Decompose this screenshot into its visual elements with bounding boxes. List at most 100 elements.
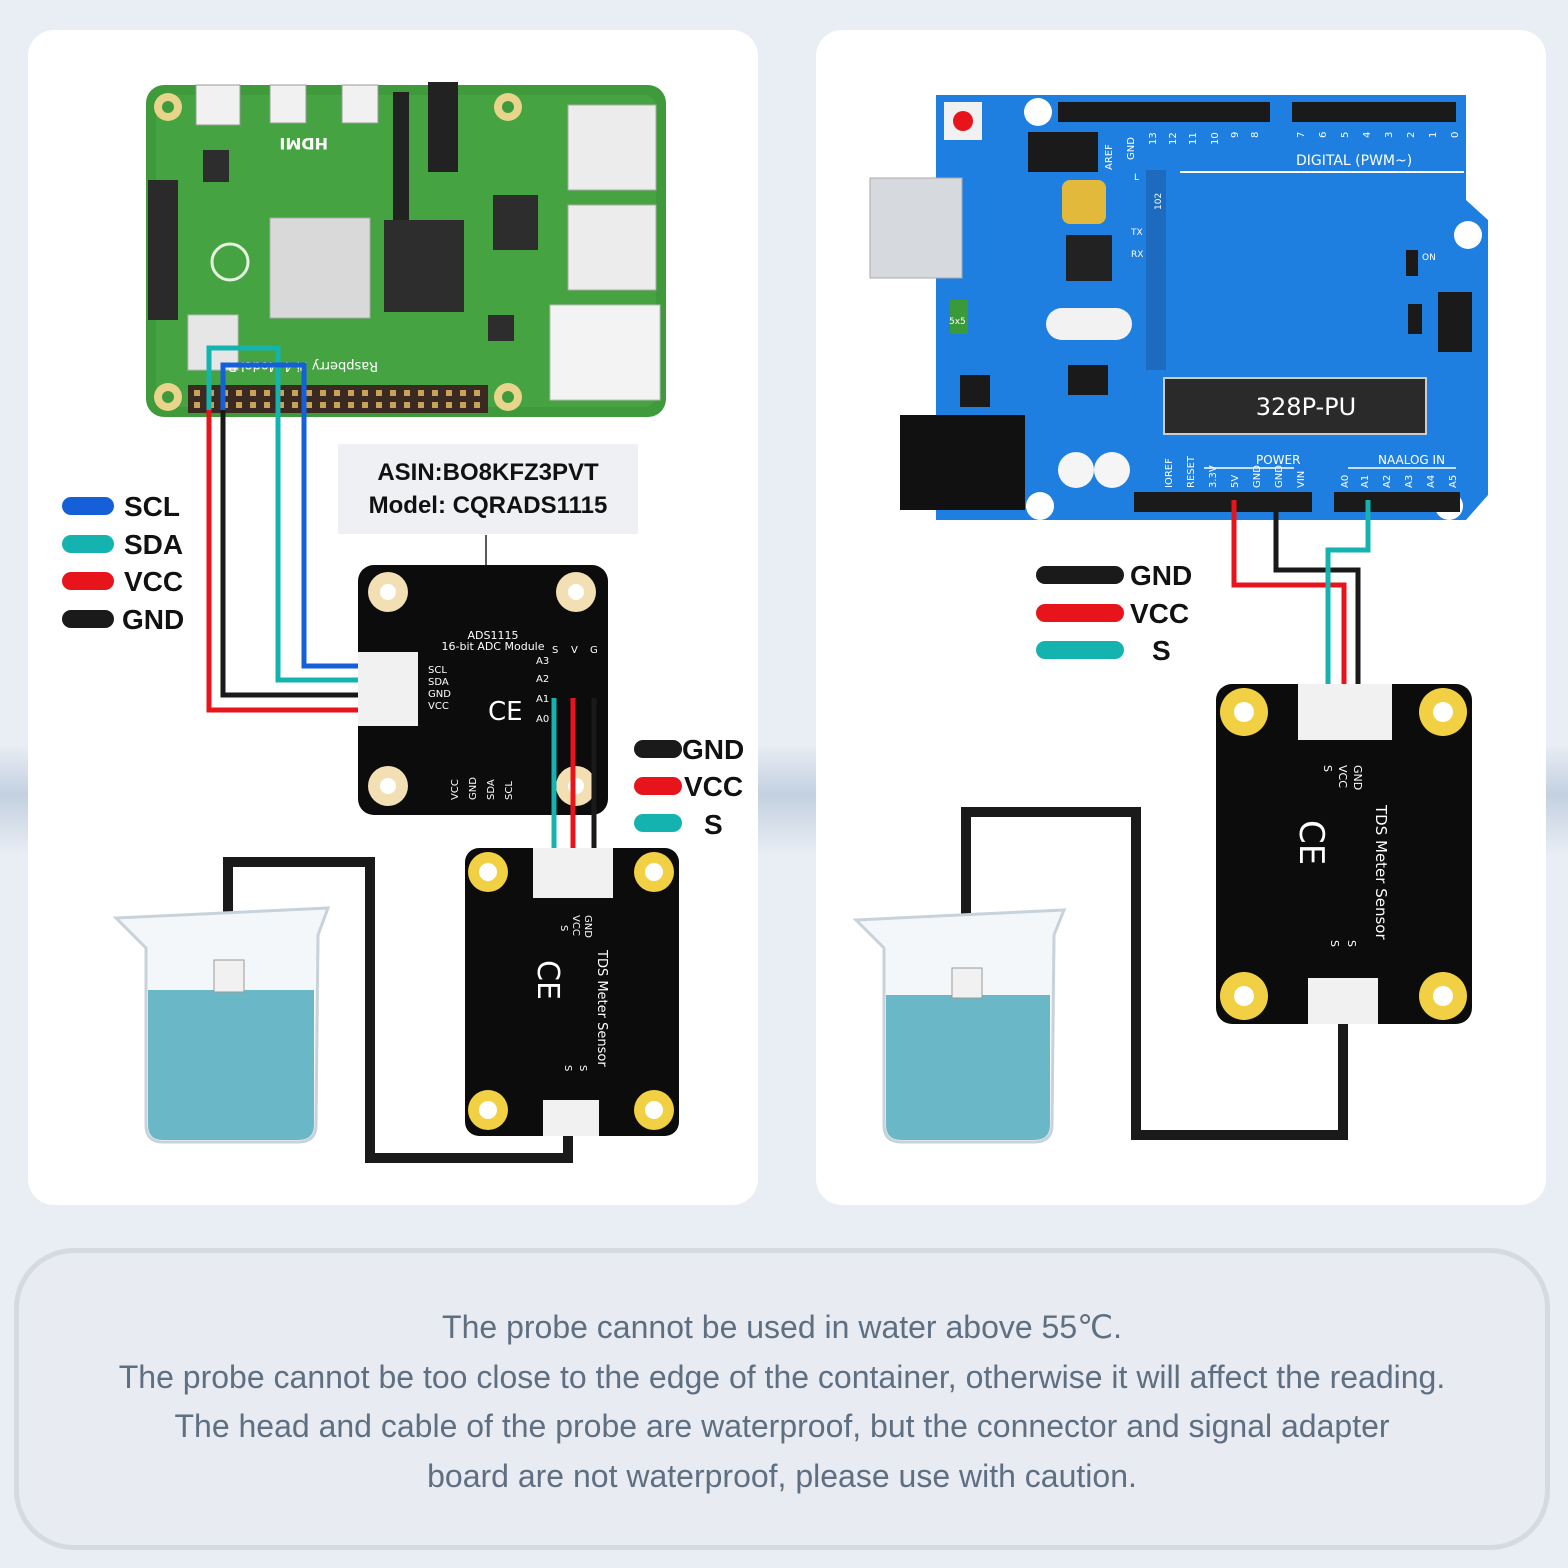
probe-cable xyxy=(223,857,573,1163)
pi-wire-legend: SCL SDA VCC GND xyxy=(62,491,184,635)
right-legend-vcc: VCC xyxy=(1130,598,1189,629)
pin-9: 9 xyxy=(1230,132,1241,138)
probe-cable-right xyxy=(961,807,1348,1140)
beaker-with-water xyxy=(112,906,331,1144)
adc-col-v: V xyxy=(571,645,578,656)
tds-right-probe-s1: S xyxy=(1328,940,1341,947)
tds-right-pin-vcc: VCC xyxy=(1336,765,1349,788)
pin-5: 5 xyxy=(1340,132,1351,138)
tds-board-label: TDS Meter Sensor xyxy=(594,949,609,1067)
legend-label-vcc: VCC xyxy=(124,566,183,597)
pin-ioref: IOREF xyxy=(1164,458,1175,488)
pin-a4: A4 xyxy=(1426,475,1437,488)
adc-subtitle: 16-bit ADC Module xyxy=(442,640,545,653)
sensor-legend-vcc: VCC xyxy=(684,771,743,802)
led-tx-label: TX xyxy=(1130,228,1143,238)
pin-a0: A0 xyxy=(1340,475,1351,488)
right-legend-gnd: GND xyxy=(1130,560,1192,591)
legend-label-sda: SDA xyxy=(124,529,183,560)
asin-model-box: ASIN:BO8KFZ3PVT Model: CQRADS1115 xyxy=(338,444,638,579)
arduino-wire-legend: GND VCC S xyxy=(1036,560,1192,666)
adc-bottom-gnd: GND xyxy=(468,777,479,800)
pin-10: 10 xyxy=(1210,132,1221,145)
note-line-4: board are not waterproof, please use wit… xyxy=(427,1457,1137,1494)
adc-channel-a2: A2 xyxy=(536,674,549,685)
pin-a3: A3 xyxy=(1404,475,1415,488)
note-line-3: The head and cable of the probe are wate… xyxy=(174,1408,1390,1444)
tds-right-pin-gnd: GND xyxy=(1351,765,1364,790)
power-label: POWER xyxy=(1256,453,1300,467)
adc-to-tds-wires xyxy=(551,698,597,850)
digital-label: DIGITAL (PWM~) xyxy=(1296,153,1412,169)
pin-2: 2 xyxy=(1406,132,1417,138)
raspberry-logo-icon xyxy=(210,242,250,282)
analog-label: NAALOG IN xyxy=(1378,453,1445,467)
raspberry-pi-board: HDMI Raspberry Pi 4 Model B xyxy=(146,82,666,417)
ce-mark-icon: CE xyxy=(488,697,523,727)
led-on-label: ON xyxy=(1422,253,1436,263)
adc-channel-a1: A1 xyxy=(536,694,549,705)
pin-3v3: 3.3V xyxy=(1208,465,1219,488)
pin-0: 0 xyxy=(1450,132,1461,138)
adc-pin-sda: SDA xyxy=(428,677,449,688)
pin-reset: RESET xyxy=(1186,455,1197,488)
resistor-label: 102 xyxy=(1154,193,1164,210)
pin-gnd-1: GND xyxy=(1252,465,1263,488)
pin-vin: VIN xyxy=(1296,471,1307,488)
chip-label: 328P-PU xyxy=(1256,393,1356,421)
pin-1: 1 xyxy=(1428,132,1439,138)
led-l-label: L xyxy=(1134,173,1139,183)
arduino-uno-board: AREF GND 13 12 11 10 9 8 7 6 5 4 3 2 1 0… xyxy=(869,95,1488,520)
sensor-legend-s: S xyxy=(704,809,723,840)
adc-col-g: G xyxy=(590,645,598,656)
adc-bottom-scl: SCL xyxy=(504,781,515,800)
ce-mark-icon: CE xyxy=(1291,820,1331,865)
adc-pin-vcc: VCC xyxy=(428,701,449,712)
ce-mark-icon: CE xyxy=(530,960,565,1000)
beaker-with-water-right xyxy=(852,908,1067,1144)
led-rx-label: RX xyxy=(1131,250,1143,260)
pi-hdmi-label: HDMI xyxy=(279,134,328,153)
pin-a2: A2 xyxy=(1382,475,1393,488)
pin-6: 6 xyxy=(1318,132,1329,138)
note-line-2: The probe cannot be too close to the edg… xyxy=(118,1358,1446,1395)
adc-pin-gnd: GND xyxy=(428,689,451,700)
tds-pin-gnd: GND xyxy=(582,915,593,938)
tds-right-probe-s2: S xyxy=(1345,940,1358,947)
pin-8: 8 xyxy=(1250,132,1261,138)
crystal-label: 5x5 xyxy=(949,317,966,327)
pin-aref: AREF xyxy=(1104,144,1115,170)
tds-sensor-board: S VCC GND S S TDS Meter Sensor CE xyxy=(465,848,679,1136)
pin-7: 7 xyxy=(1296,132,1307,138)
pin-11: 11 xyxy=(1188,132,1199,145)
sensor-wire-legend: GND VCC S xyxy=(634,734,744,840)
note-line-1: The probe cannot be used in water above … xyxy=(442,1309,1122,1345)
pin-gnd: GND xyxy=(1126,137,1137,160)
legend-label-scl: SCL xyxy=(124,491,180,522)
arduino-diagram: AREF GND 13 12 11 10 9 8 7 6 5 4 3 2 1 0… xyxy=(852,95,1488,1144)
model-line: Model: CQRADS1115 xyxy=(369,492,608,519)
arduino-wiring-panel: AREF GND 13 12 11 10 9 8 7 6 5 4 3 2 1 0… xyxy=(816,30,1546,1205)
raspberry-pi-diagram: HDMI Raspberry Pi 4 Model B SCL SDA VCC … xyxy=(62,82,744,1163)
pin-4: 4 xyxy=(1362,132,1373,138)
tds-probe-pin-s1: S xyxy=(562,1065,573,1071)
tds-pin-s: S xyxy=(558,925,569,931)
arduino-to-tds-wires xyxy=(1231,500,1371,690)
adc-bottom-vcc: VCC xyxy=(450,779,461,800)
pin-13: 13 xyxy=(1148,132,1159,145)
pin-a1: A1 xyxy=(1360,475,1371,488)
caution-note-text: The probe cannot be used in water above … xyxy=(19,1303,1545,1501)
asin-line: ASIN:BO8KFZ3PVT xyxy=(377,459,599,486)
legend-label-gnd: GND xyxy=(122,604,184,635)
pin-3: 3 xyxy=(1384,132,1395,138)
adc-pin-scl: SCL xyxy=(428,665,447,676)
tds-sensor-board-right: S VCC GND S S TDS Meter Sensor CE xyxy=(1216,684,1472,1024)
caution-note-box: The probe cannot be used in water above … xyxy=(14,1248,1550,1550)
adc-channel-a3: A3 xyxy=(536,656,549,667)
pi-to-adc-wires xyxy=(206,345,358,713)
tds-pin-vcc: VCC xyxy=(570,915,581,936)
adc-bottom-sda: SDA xyxy=(486,779,497,800)
tds-right-pin-s: S xyxy=(1321,765,1334,772)
ads1115-module: ADS1115 16-bit ADC Module SCL SDA GND VC… xyxy=(358,565,608,815)
pin-5v: 5V xyxy=(1230,475,1241,488)
